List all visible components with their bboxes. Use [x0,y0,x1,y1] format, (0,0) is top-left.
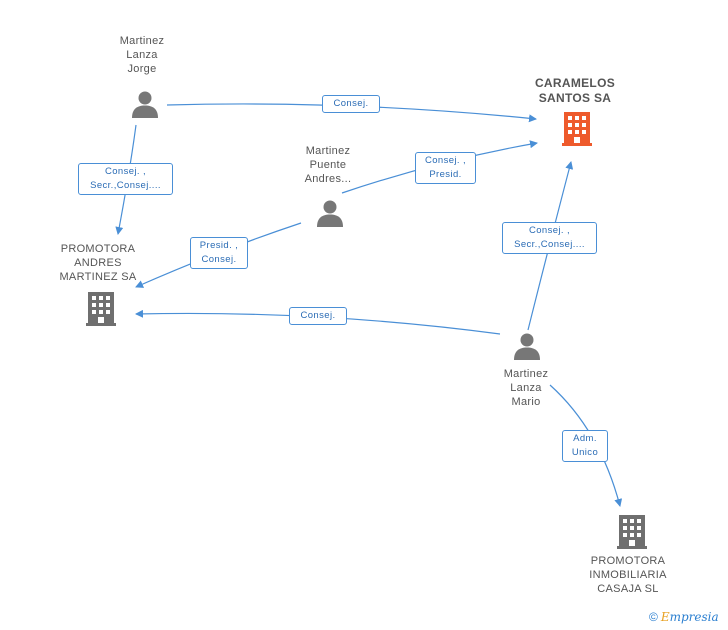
edge-label-jorge-promotora[interactable]: Consej. , Secr.,Consej.... [78,163,173,195]
brand-name: mpresia [669,610,719,624]
person-icon[interactable] [131,90,159,118]
node-label-promotora-casaja[interactable]: PROMOTORA INMOBILIARIA CASAJA SL [589,555,667,595]
node-label-andres[interactable]: Martinez Puente Andres... [304,145,352,185]
building-icon[interactable] [86,292,116,326]
edge-label-mario-caramelos[interactable]: Consej. , Secr.,Consej.... [502,222,597,254]
edge-label-mario-casaja[interactable]: Adm. Unico [562,430,608,462]
empresia-logo: ©Empresia [649,610,719,624]
building-icon[interactable] [562,112,592,146]
edge-label-andres-caramelos[interactable]: Consej. , Presid. [415,152,476,184]
node-label-jorge[interactable]: Martinez Lanza Jorge [119,35,165,75]
node-label-promotora-andres[interactable]: PROMOTORA ANDRES MARTINEZ SA [59,243,137,283]
building-icon[interactable] [617,515,647,549]
brand-initial: E [660,610,670,624]
person-icon[interactable] [513,332,541,360]
node-label-mario[interactable]: Martinez Lanza Mario [503,368,549,408]
edge-label-andres-promotora[interactable]: Presid. , Consej. [190,237,248,269]
edge-label-jorge-caramelos[interactable]: Consej. [322,95,380,113]
node-label-caramelos[interactable]: CARAMELOS SANTOS SA [534,76,616,105]
person-icon[interactable] [316,199,344,227]
copyright-symbol: © [649,610,658,624]
edge-label-mario-promotora[interactable]: Consej. [289,307,347,325]
